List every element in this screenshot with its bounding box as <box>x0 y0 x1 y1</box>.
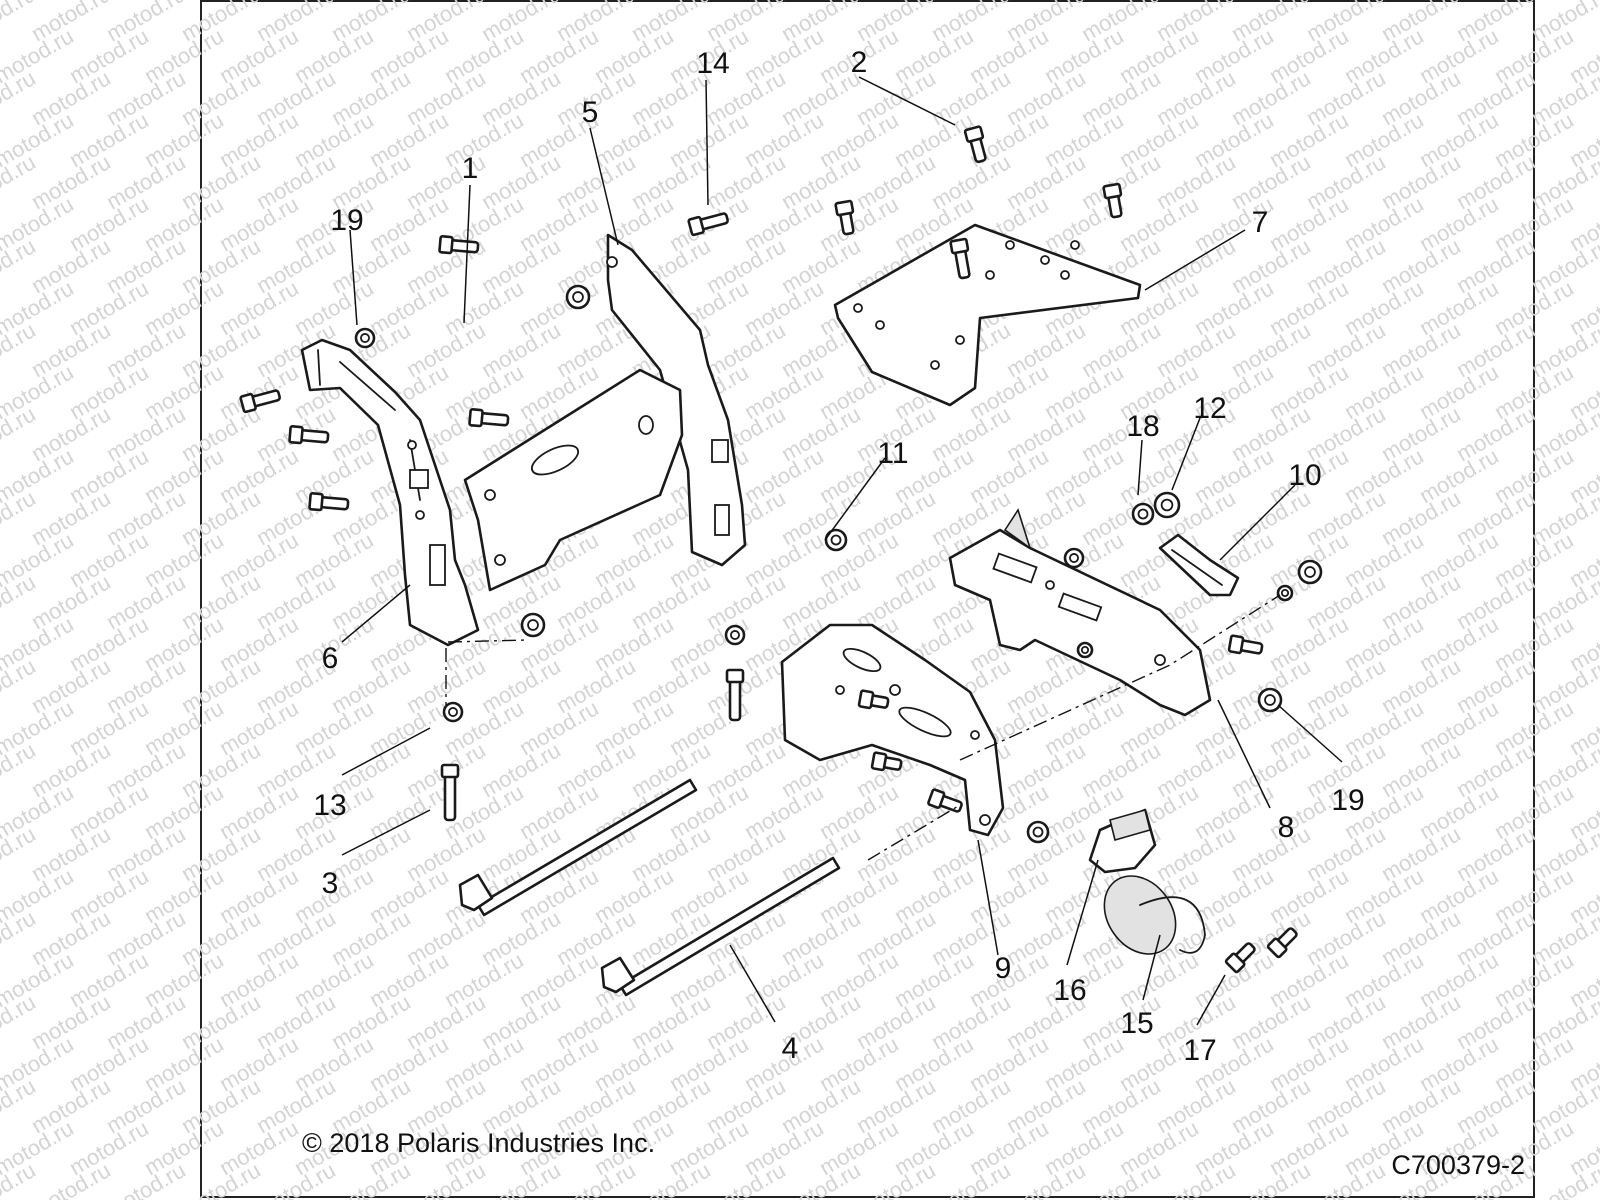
part-8-right-bracket <box>948 508 1212 717</box>
figure-code: C700379-2 <box>1391 1150 1525 1180</box>
flange-bolt-icon <box>1266 927 1298 959</box>
flange-bolt-icon <box>687 212 729 237</box>
callout-10: 10 <box>1288 459 1321 492</box>
flange-bolt-icon <box>834 199 855 236</box>
callout-1: 1 <box>462 152 479 185</box>
nut-icon <box>724 624 746 646</box>
callout-12: 12 <box>1193 392 1226 425</box>
copyright-notice: © 2018 Polaris Industries Inc. <box>302 1128 656 1158</box>
callout-19-right: 19 <box>1331 784 1364 817</box>
callout-3: 3 <box>322 867 339 900</box>
nut-icon <box>354 327 376 349</box>
flange-bolt-icon <box>949 237 971 280</box>
nut-icon <box>1026 820 1050 844</box>
fastener-layer <box>239 125 1323 974</box>
flange-bolt-icon <box>239 389 281 414</box>
callout-2: 2 <box>851 46 868 79</box>
flange-bolt-icon <box>288 425 330 445</box>
callout-7: 7 <box>1252 206 1269 239</box>
part-6-left-bracket <box>300 338 480 647</box>
callout-5: 5 <box>582 96 599 129</box>
callout-18: 18 <box>1126 410 1159 443</box>
callout-9: 9 <box>995 952 1012 985</box>
nut-icon <box>824 528 848 552</box>
callout-4: 4 <box>782 1032 799 1065</box>
callout-labels: 1 2 3 4 5 6 7 8 9 10 11 12 13 14 15 16 1… <box>313 46 1364 1067</box>
nut-icon <box>1131 502 1155 526</box>
flange-bolt-icon <box>725 668 745 722</box>
flange-bolt-icon <box>308 492 350 512</box>
callout-11: 11 <box>877 437 908 470</box>
nut-icon <box>1276 584 1294 602</box>
flange-bolt-icon <box>857 689 890 710</box>
flange-bolt-icon <box>963 125 987 164</box>
diagram-frame <box>200 0 1535 1198</box>
flange-bolt-icon <box>468 408 510 428</box>
nut-icon <box>1153 491 1181 519</box>
part-7-top-plate <box>833 223 1142 407</box>
nut-icon <box>1063 547 1085 569</box>
nut-icon <box>1257 687 1283 713</box>
part-9-mid-bracket <box>780 623 1005 837</box>
callout-6: 6 <box>322 642 339 675</box>
flange-bolt-icon <box>440 763 460 822</box>
callout-15: 15 <box>1120 1007 1153 1040</box>
assembly-lines <box>445 594 1281 861</box>
flange-bolt-icon <box>870 751 903 772</box>
flange-bolt-icon <box>438 235 480 255</box>
callout-8: 8 <box>1278 811 1295 844</box>
nut-icon <box>565 284 591 310</box>
part-16-plate <box>1088 808 1157 874</box>
nut-icon <box>1076 641 1094 659</box>
part-15-tie-down <box>1103 875 1206 955</box>
callout-14: 14 <box>696 47 729 80</box>
part-4-long-bolts <box>458 778 841 997</box>
callout-17: 17 <box>1183 1034 1216 1067</box>
flange-bolt-icon <box>1102 182 1123 219</box>
part-5-center-frame <box>463 233 747 592</box>
part-10-grommet <box>1158 533 1240 597</box>
nut-icon <box>442 701 464 723</box>
callout-16: 16 <box>1053 974 1086 1007</box>
callout-13: 13 <box>313 789 346 822</box>
flange-bolt-icon <box>1227 634 1264 655</box>
nut-icon <box>1297 559 1323 585</box>
callout-19-left: 19 <box>330 204 363 237</box>
leader-lines <box>341 76 1343 1026</box>
nut-icon <box>520 612 546 638</box>
flange-bolt-icon <box>1224 942 1256 974</box>
